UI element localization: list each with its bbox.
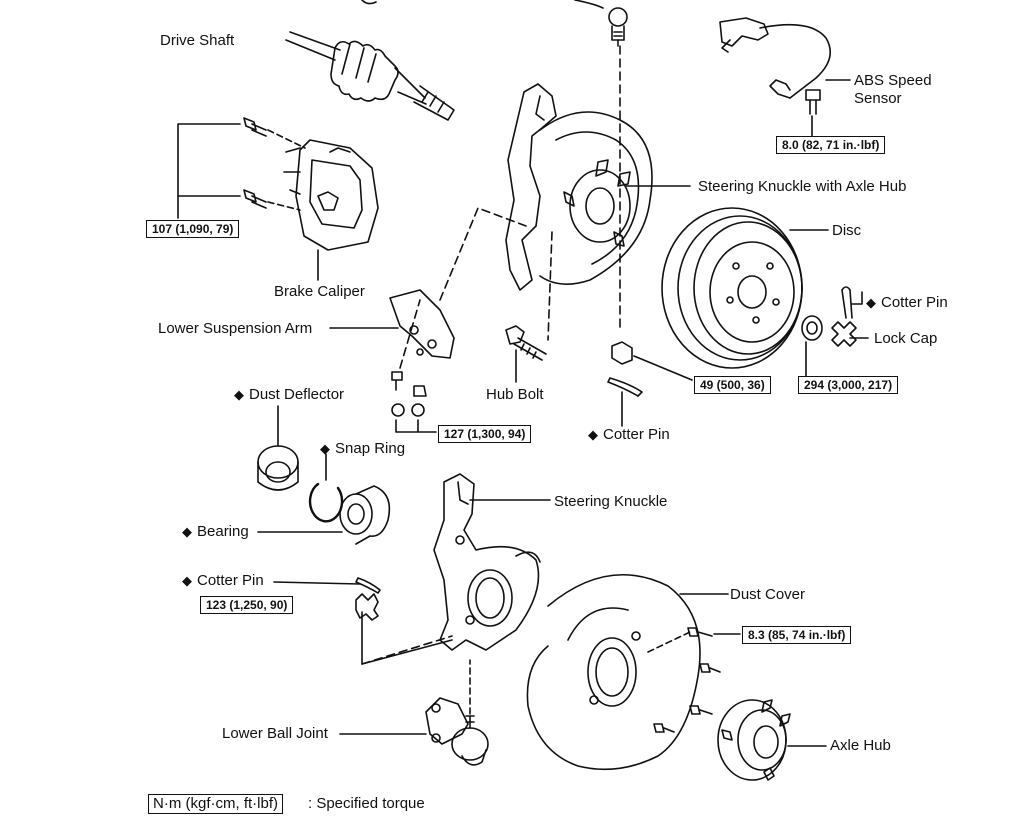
abs-speed-sensor-label-line1: ABS Speed — [854, 72, 932, 89]
tie-rod-end-part — [361, 0, 628, 47]
lower-suspension-arm-part — [329, 289, 455, 433]
lock-cap-label: Lock Cap — [874, 330, 938, 347]
disc-label: Disc — [832, 222, 862, 239]
torque-box-caliper: 107 (1,090, 79) — [146, 220, 240, 238]
snap-ring-part — [308, 453, 344, 523]
drive-shaft-label: Drive Shaft — [160, 32, 235, 49]
dust-deflector-part — [257, 405, 299, 491]
torque-box-ball-joint-nut: 123 (1,250, 90) — [200, 596, 294, 614]
torque-box-suspension-arm: 127 (1,300, 94) — [438, 425, 532, 443]
steering-knuckle-part — [433, 473, 551, 651]
cotter-pin-mid-text: Cotter Pin — [603, 426, 670, 443]
dust-deflector-label: ◆ Dust Deflector — [234, 386, 344, 404]
dust-cover-bolts — [653, 627, 741, 733]
cotter-pin-top-text: Cotter Pin — [881, 294, 948, 311]
arm-guide-line — [439, 207, 527, 301]
lock-nut-group — [801, 286, 869, 379]
snap-ring-text: Snap Ring — [335, 440, 406, 457]
torque-box-hub-nut: 49 (500, 36) — [694, 376, 771, 394]
cotter-pin-low-text: Cotter Pin — [197, 572, 264, 589]
bearing-label: ◆ Bearing — [182, 523, 249, 541]
dust-bolt-guide — [647, 631, 691, 653]
torque-box-lock-nut: 294 (3,000, 217) — [798, 376, 899, 394]
torque-box-dust-cover: 8.3 (85, 74 in.·lbf) — [742, 626, 852, 644]
ball-joint-guide — [361, 635, 453, 665]
bearing-part — [257, 485, 391, 545]
dust-deflector-text: Dust Deflector — [249, 386, 345, 403]
legend-text: : Specified torque — [308, 795, 425, 812]
brake-caliper-label: Brake Caliper — [274, 283, 365, 300]
dust-cover-label: Dust Cover — [730, 586, 806, 603]
dust-cover-part — [526, 574, 729, 771]
non-reusable-mark: ◆ — [182, 524, 192, 539]
steering-knuckle-axle-hub-part — [505, 83, 691, 291]
cotter-pin-mid-label: ◆ Cotter Pin — [588, 426, 670, 444]
non-reusable-mark: ◆ — [234, 387, 244, 402]
bearing-text: Bearing — [197, 523, 249, 540]
snap-ring-label: ◆ Snap Ring — [320, 440, 405, 458]
steering-knuckle-axle-hub-label: Steering Knuckle with Axle Hub — [698, 178, 907, 195]
abs-speed-sensor-label-line2: Sensor — [854, 90, 902, 107]
lower-suspension-arm-label: Lower Suspension Arm — [158, 320, 313, 337]
ball-joint-nut-group — [273, 577, 453, 665]
lower-ball-joint-label: Lower Ball Joint — [222, 725, 328, 742]
hub-nut-group — [607, 341, 693, 427]
steering-knuckle-label: Steering Knuckle — [554, 493, 668, 510]
hub-bolt-part — [505, 325, 547, 383]
non-reusable-mark: ◆ — [182, 573, 192, 588]
hub-bolt-label: Hub Bolt — [486, 386, 544, 403]
arm-bolt-guide — [399, 299, 421, 369]
cotter-pin-top-label: ◆ Cotter Pin — [866, 294, 948, 312]
lower-ball-joint-part — [339, 697, 489, 766]
brake-caliper-part — [283, 139, 379, 281]
caliper-bolt-guide-1 — [267, 129, 306, 149]
cotter-pin-low-label: ◆ Cotter Pin — [182, 572, 264, 590]
non-reusable-mark: ◆ — [866, 295, 876, 310]
axle-hub-part — [717, 699, 827, 781]
abs-speed-sensor-part — [719, 17, 851, 137]
non-reusable-mark: ◆ — [320, 441, 330, 456]
caliper-bolt-guide-2 — [267, 201, 301, 211]
legend-torque-box: N·m (kgf·cm, ft·lbf) — [148, 794, 283, 814]
torque-box-abs: 8.0 (82, 71 in.·lbf) — [776, 136, 886, 154]
non-reusable-mark: ◆ — [588, 427, 598, 442]
axle-hub-label: Axle Hub — [830, 737, 891, 754]
drive-shaft-part — [285, 31, 455, 121]
caliper-bolts — [177, 117, 267, 219]
hub-bolt-guide — [547, 231, 553, 341]
disc-part — [661, 207, 829, 369]
